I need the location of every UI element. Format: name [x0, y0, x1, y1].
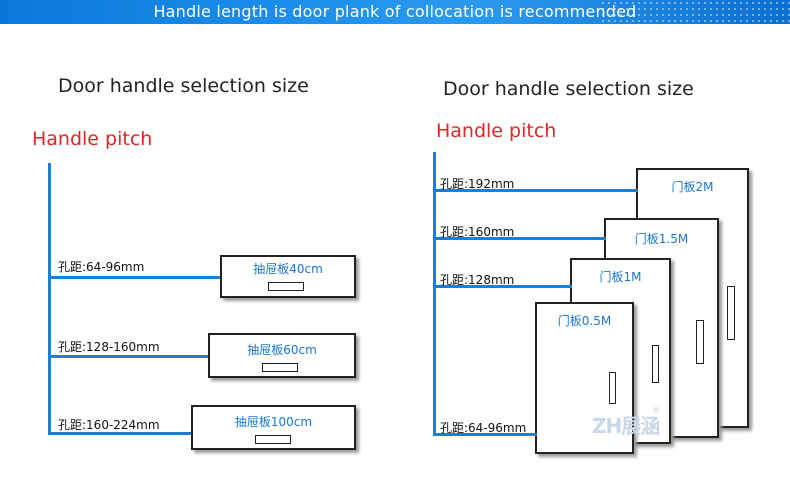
door-handle [652, 345, 659, 383]
right-connector-1 [433, 189, 638, 192]
door-0-5m: 门板0.5M [535, 302, 634, 454]
right-connector-2 [433, 237, 606, 240]
door-label: 门板1M [599, 270, 642, 284]
left-title: Door handle selection size [58, 75, 309, 97]
banner-dot-pattern [600, 0, 790, 24]
door-label: 门板0.5M [557, 314, 612, 328]
drawer-40cm: 抽屉板40cm [220, 255, 356, 298]
door-label: 门板2M [671, 180, 714, 194]
drawer-100cm: 抽屉板100cm [191, 405, 356, 450]
left-row-label-1: 孔距:64-96mm [58, 260, 145, 274]
door-label: 门板1.5M [634, 232, 689, 246]
left-connector-3 [48, 432, 193, 435]
brand-watermark-logo: ZH展涵 [592, 414, 660, 438]
left-vertical-line [48, 163, 51, 435]
registered-mark: ® [652, 406, 661, 416]
banner-title: Handle length is door plank of collocati… [153, 2, 637, 21]
left-connector-1 [48, 276, 222, 279]
right-connector-4 [433, 433, 537, 436]
left-connector-2 [48, 355, 210, 358]
right-connector-3 [433, 285, 572, 288]
right-row-label-1: 孔距:192mm [440, 177, 515, 191]
drawer-handle [262, 363, 298, 372]
drawer-label: 抽屉板100cm [234, 415, 313, 429]
right-row-label-2: 孔距:160mm [440, 225, 515, 239]
left-row-label-3: 孔距:160-224mm [58, 418, 160, 432]
right-title: Door handle selection size [443, 78, 694, 100]
door-handle [727, 286, 735, 340]
right-row-label-3: 孔距:128mm [440, 273, 515, 287]
right-row-label-4: 孔距:64-96mm [440, 421, 527, 435]
drawer-label: 抽屉板40cm [253, 262, 323, 276]
left-row-label-2: 孔距:128-160mm [58, 340, 160, 354]
header-banner: Handle length is door plank of collocati… [0, 0, 790, 24]
drawer-handle [268, 282, 304, 291]
door-handle [696, 320, 704, 364]
drawer-60cm: 抽屉板60cm [208, 333, 356, 378]
right-vertical-line [433, 152, 436, 436]
left-pitch-label: Handle pitch [32, 128, 153, 150]
right-pitch-label: Handle pitch [436, 120, 557, 142]
drawer-label: 抽屉板60cm [247, 343, 317, 357]
door-handle [609, 372, 616, 404]
drawer-handle [255, 435, 291, 444]
